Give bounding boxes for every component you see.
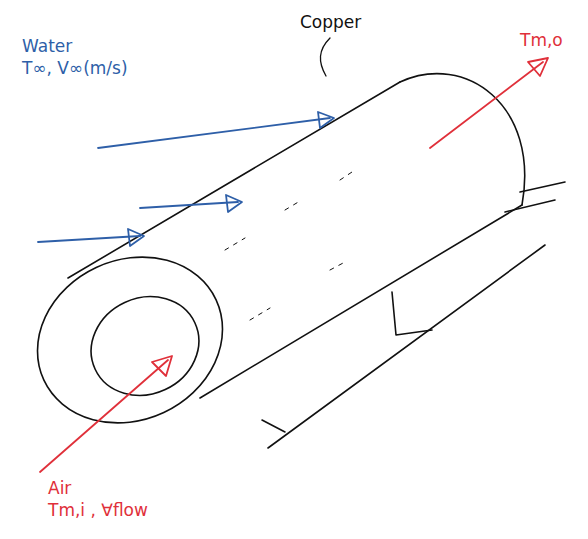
arrow-head (528, 58, 548, 76)
tube-bottom-edge (200, 205, 522, 398)
support-edge (262, 420, 285, 432)
support-leg (505, 182, 565, 212)
leader-line (320, 38, 330, 76)
part-label: Copper (300, 12, 361, 32)
tube-outer-end (10, 227, 250, 452)
arrow-head (226, 195, 242, 212)
arrow-head (128, 229, 144, 246)
inlet-label: Tm,i , ∀flow (48, 500, 148, 520)
flow-arrow (98, 118, 330, 148)
flow-arrow (430, 62, 543, 148)
support-base (268, 245, 545, 448)
support-bracket (392, 292, 432, 335)
fluid-label: Air (48, 478, 71, 498)
fluid-label: Water (22, 36, 72, 56)
flow-arrow (40, 360, 168, 472)
arrow-head (318, 112, 334, 128)
tube-top-edge (68, 82, 400, 278)
flow-arrow (38, 236, 140, 242)
shading-marks (225, 172, 352, 320)
tube-back-end (400, 74, 525, 205)
flow-arrow (140, 202, 238, 208)
outlet-label: Tm,o (520, 30, 563, 50)
condition-label: T∞, V∞(m/s) (22, 58, 128, 78)
tube-inner-end (75, 279, 215, 412)
arrow-head (152, 356, 172, 376)
